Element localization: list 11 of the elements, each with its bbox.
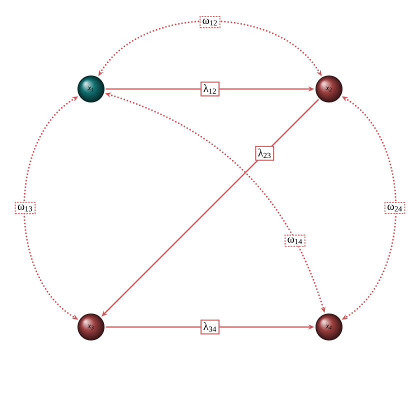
edge-label: ω$_{12}$ (200, 16, 220, 28)
edge-label: ω$_{24}$ (384, 202, 406, 214)
edge-label: ω$_{14}$ (284, 234, 306, 247)
sphere (78, 76, 104, 102)
edge-label: λ$_{34}$ (200, 320, 220, 334)
edge-label: λ$_{12}$ (200, 82, 220, 96)
edge-label: ω$_{13}$ (14, 202, 36, 214)
edge-label: λ$_{23}$ (255, 146, 274, 161)
sphere (316, 314, 342, 340)
sphere (316, 76, 342, 102)
sphere (78, 314, 104, 340)
